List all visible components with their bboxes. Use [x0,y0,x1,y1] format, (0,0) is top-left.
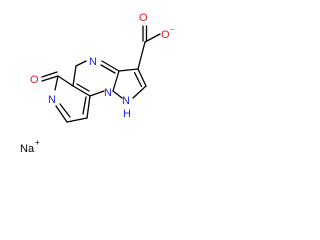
bond-c2-n1 [132,85,147,99]
bond-n-c3a [112,70,120,92]
bond-n7-c8 [55,105,68,123]
sodium-charge-label: + [35,138,40,147]
chemical-structure-diagram: N N N H N O O O − Na + [20,12,175,155]
bond-c3-c3a [118,68,139,72]
bond-c5a-c6 [57,75,74,87]
bond-c9-c9a [86,95,91,119]
ring-n-upper-label: N [89,56,97,68]
carboxylate-o-single-label: O [161,29,170,41]
carboxylate-o-double-label: O [139,12,148,24]
bond-c3-c2 [137,68,147,87]
nh-h-label: H [123,108,131,120]
bond-n4-c5 [75,60,87,67]
bond-c9-c9a-double [82,96,87,115]
bond-c5a-c9a-double [76,83,90,92]
bond-n7-c8-double [59,103,71,118]
bond-c3a-n4 [101,60,120,72]
bond-c9a-n [89,90,105,97]
bond-ring-carboxyl [137,41,146,70]
bond-c8-c9 [66,117,88,123]
sodium-label: Na [20,143,35,155]
lactam-n-label: N [48,94,56,106]
bond-n1-n [112,90,123,99]
bond-c6-o [41,75,59,82]
bond-c6-n7 [54,75,59,91]
bond-c3a-n4-double [100,64,116,74]
nh-n-label: N [122,95,130,107]
atom-labels: N N N H N O O O − Na + [20,12,175,155]
bond-lines [41,25,161,123]
lactam-o-label: O [30,74,39,86]
bond-c5-c5a [72,65,77,87]
bond-c-o-single [144,33,161,43]
bond-c3-c2-double [133,71,143,88]
pyrazole-n-label: N [104,87,112,99]
carboxylate-charge-label: − [170,25,175,34]
bond-c5a-c9a [72,85,91,97]
bond-c6-o-double [41,71,58,78]
